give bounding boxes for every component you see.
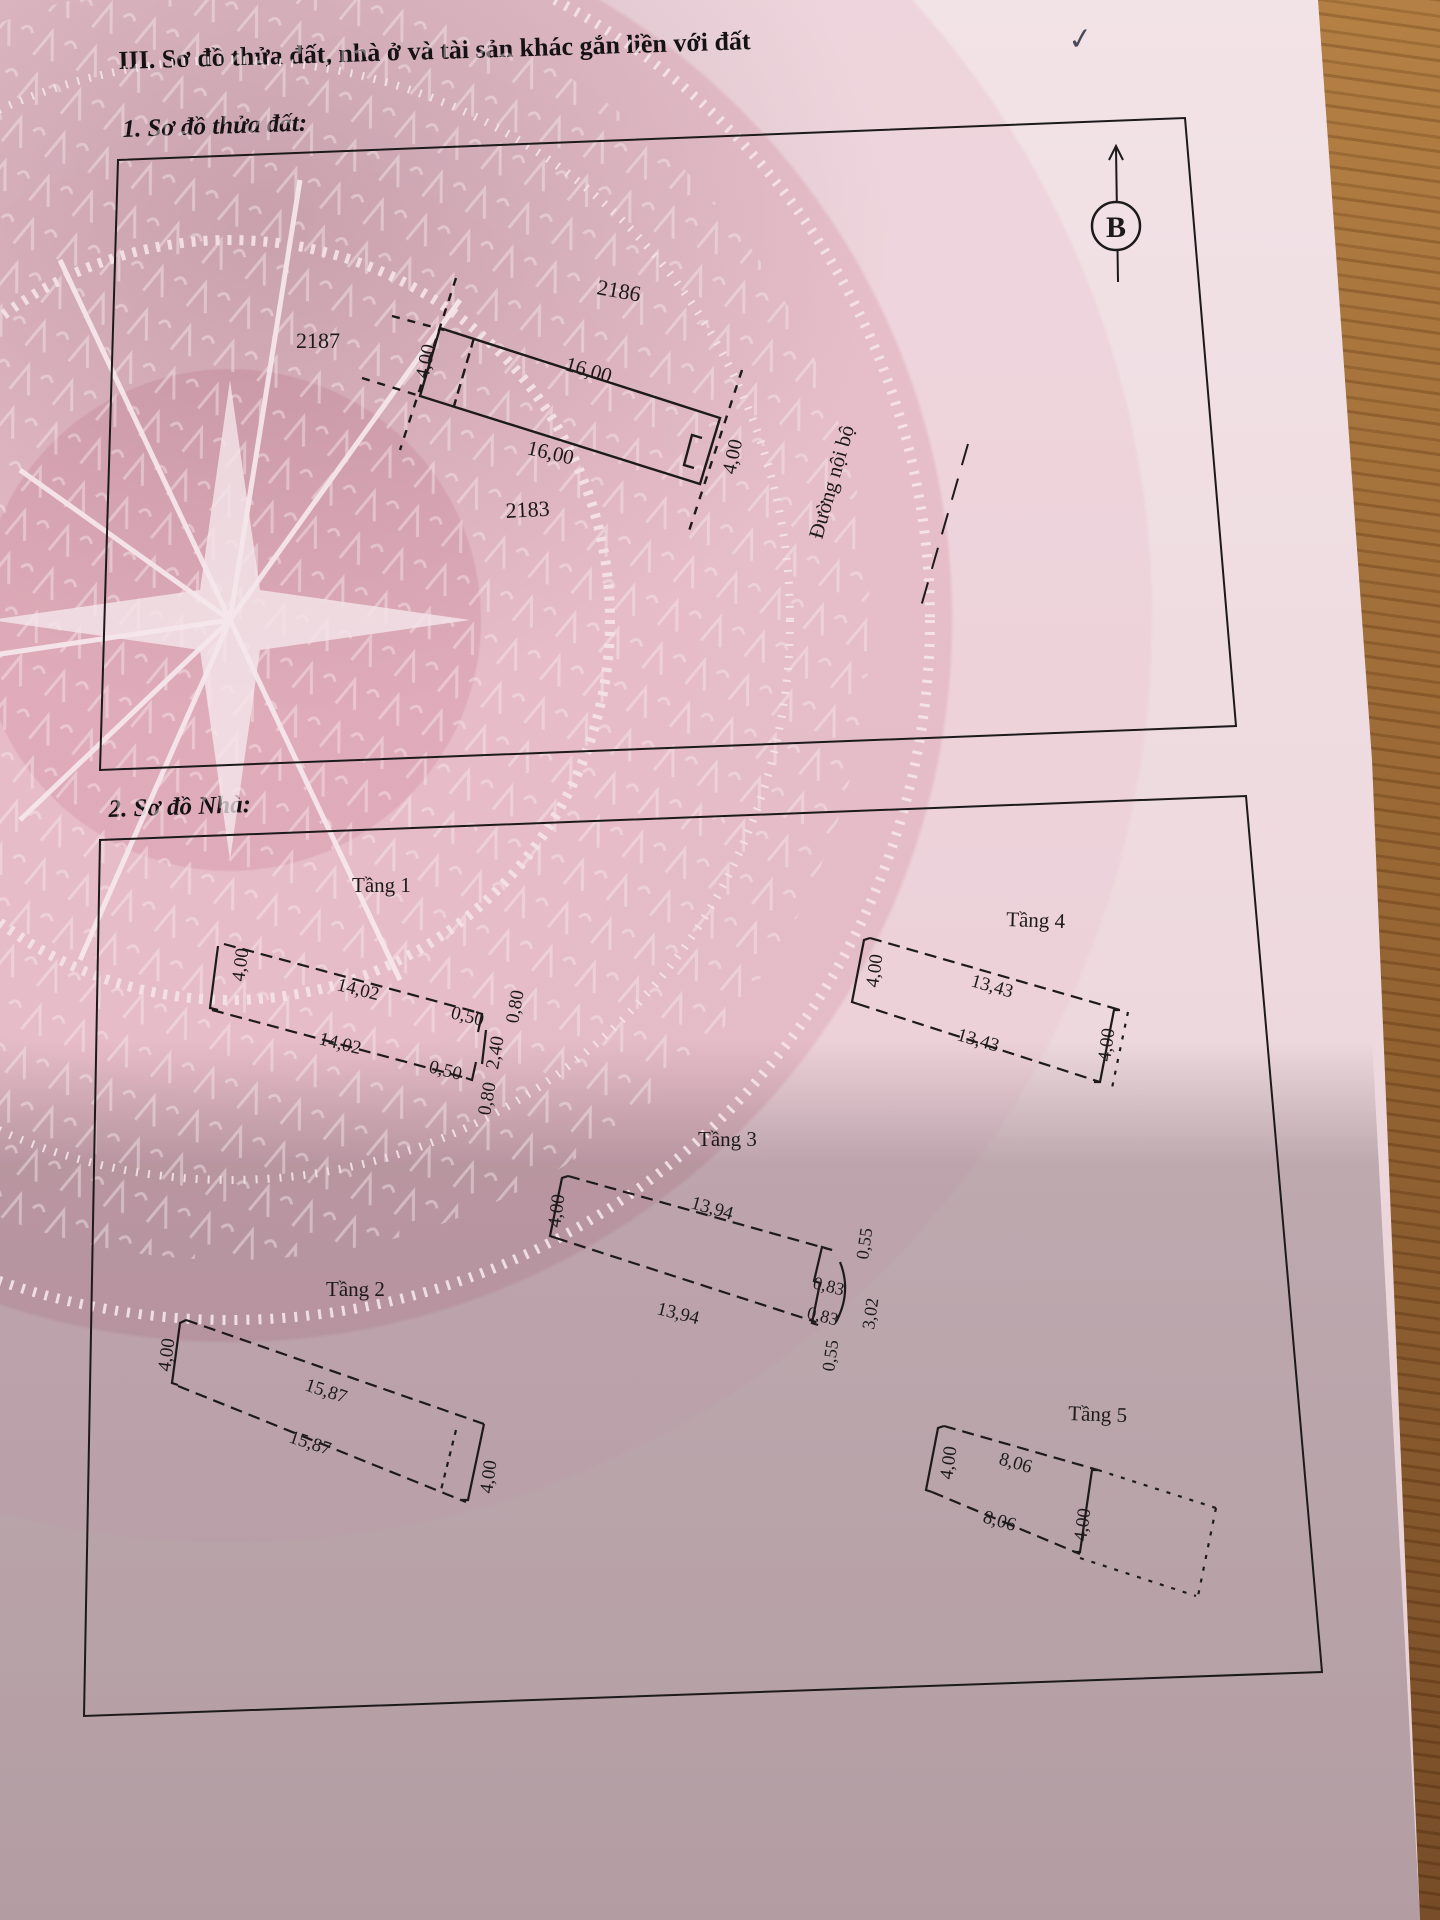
floor-2-dim-bottom-length: 15,87: [286, 1427, 333, 1460]
floor-4-dim-width: 4,00: [862, 953, 887, 989]
floor-2-outline: [170, 1318, 486, 1504]
north-arrow: [1090, 143, 1142, 283]
floor-2-dim-width: 4,00: [154, 1337, 179, 1373]
floor-3-dim-bottom-length: 13,94: [655, 1298, 702, 1329]
floor-4-dim-bottom-length: 13,43: [955, 1025, 1002, 1057]
parcel-number-west: 2187: [296, 328, 340, 353]
floor-4-dim-right-width: 4,00: [1094, 1027, 1119, 1063]
floor-5-dim-bottom-length: 8,06: [981, 1507, 1019, 1536]
floor-1-title: Tầng 1: [352, 873, 411, 897]
parcel-number-south: 2183: [505, 496, 550, 523]
land-plot-frame: [98, 116, 1238, 772]
floor-3-dim-bottom-step: 0,83: [805, 1302, 840, 1329]
floor-4-title: Tầng 4: [1006, 907, 1066, 933]
floor-3-title: Tầng 3: [698, 1127, 757, 1151]
floor-3-dim-top-offset: 0,55: [852, 1227, 876, 1261]
floor-5-dim-width: 4,00: [936, 1445, 961, 1481]
bronze-drum-watermark: [0, 0, 935, 1325]
floor-5-outline: [924, 1424, 1218, 1598]
floor-4-dim-top-length: 13,43: [969, 971, 1016, 1003]
floor-2-title: Tầng 2: [326, 1277, 385, 1301]
house-frame: [82, 794, 1324, 1718]
floor-1-outline: [208, 942, 488, 1082]
north-symbol: B: [1106, 211, 1126, 244]
floor-3-dim-bottom-offset: 0,55: [818, 1339, 842, 1373]
floor-3-dim-depth: 3,02: [858, 1297, 882, 1331]
floor-5-title: Tầng 5: [1068, 1401, 1128, 1427]
floor-2-dim-top-length: 15,87: [302, 1375, 349, 1408]
land-parcel: [361, 277, 969, 611]
floor-5-dim-right-width: 4,00: [1070, 1507, 1095, 1543]
floor-3-outline: [548, 1174, 847, 1327]
floor-3-dim-width: 4,00: [544, 1193, 569, 1229]
floor-3-dim-top-length: 13,94: [689, 1193, 736, 1225]
floor-5-dim-top-length: 8,06: [997, 1449, 1035, 1478]
floor-3-dim-top-step: 0,83: [811, 1272, 846, 1299]
floor-4-outline: [850, 936, 1130, 1089]
floor-1-dim-width: 4,00: [228, 947, 253, 983]
floor-2-dim-right-width: 4,00: [476, 1459, 501, 1495]
